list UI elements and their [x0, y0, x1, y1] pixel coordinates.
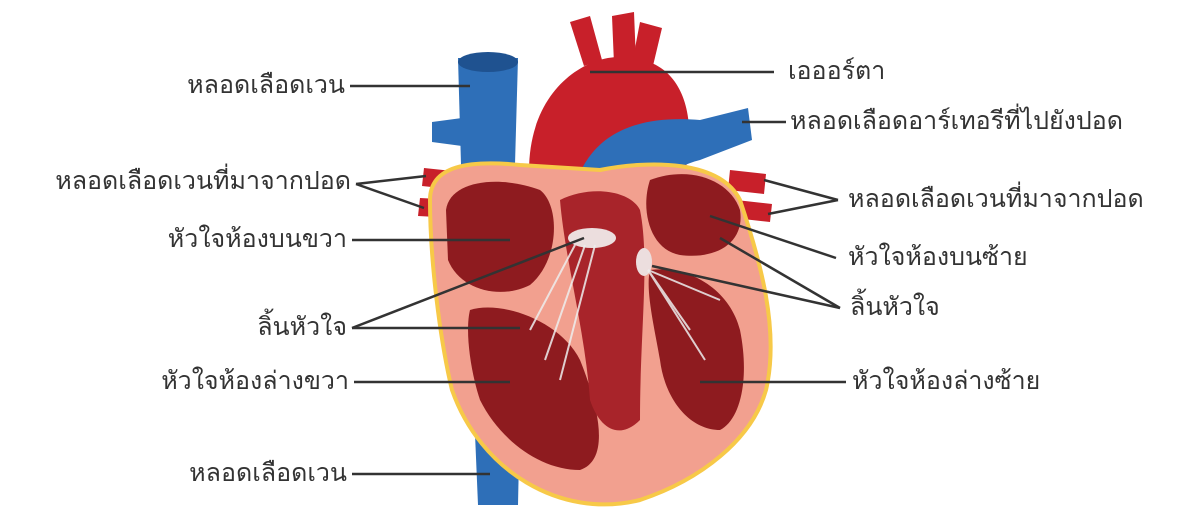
- leader-pveins-r1: [356, 176, 426, 184]
- right-atrium-chamber: [446, 182, 554, 292]
- label-vein-top: หลอดเลือดเวน: [187, 70, 345, 100]
- label-pulmonary-veins-right: หลอดเลือดเวนที่มาจากปอด: [55, 166, 351, 196]
- label-left-atrium: หัวใจห้องบนซ้าย: [848, 242, 1028, 272]
- aorta-branch-1: [570, 16, 602, 66]
- leader-pveins-l1: [764, 180, 838, 200]
- label-valves-right: ลิ้นหัวใจ: [257, 312, 347, 342]
- label-pulmonary-veins-left: หลอดเลือดเวนที่มาจากปอด: [848, 184, 1144, 214]
- label-left-ventricle: หัวใจห้องล่างซ้าย: [852, 366, 1040, 396]
- label-aorta: เอออร์ตา: [788, 56, 885, 86]
- leader-pveins-l2: [768, 200, 838, 214]
- label-right-atrium: หัวใจห้องบนขวา: [168, 224, 347, 254]
- aorta-branch-2: [612, 12, 636, 64]
- label-valves-left: ลิ้นหัวใจ: [850, 292, 940, 322]
- label-pulmonary-artery: หลอดเลือดอาร์เทอรีที่ไปยังปอด: [790, 106, 1123, 136]
- valve-right: [568, 228, 616, 248]
- label-vein-bottom: หลอดเลือดเวน: [189, 458, 347, 488]
- superior-vena-cava-opening: [458, 52, 518, 72]
- vena-cava-branch: [432, 118, 462, 146]
- label-right-ventricle: หัวใจห้องล่างขวา: [161, 366, 349, 396]
- leader-pveins-r2: [356, 184, 424, 208]
